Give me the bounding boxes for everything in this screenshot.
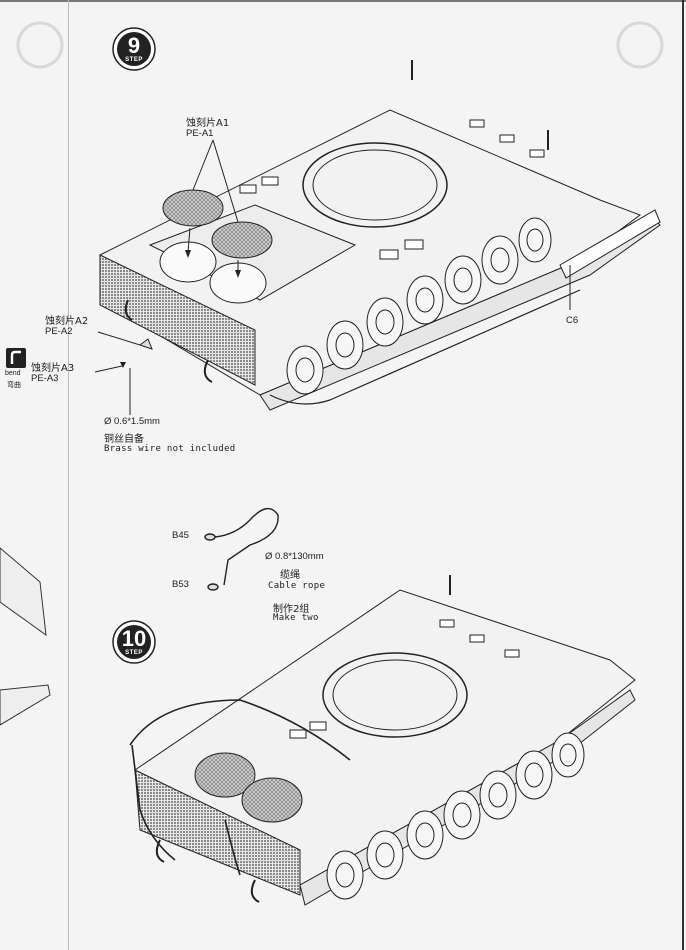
pe-a1-disc-left [162, 189, 224, 227]
pe-a1-disc-right [211, 221, 273, 259]
step10-word: STEP [125, 650, 143, 656]
step9-word: STEP [125, 57, 143, 63]
step9-badge: 9 STEP [112, 27, 156, 71]
brass-wire-en: Brass wire not included [104, 444, 236, 454]
pe-a1-label-cn: 蚀刻片A1 [186, 118, 230, 129]
step10-badge: 10 STEP [112, 620, 156, 664]
pe-a2-label-cn: 蚀刻片A2 [45, 316, 89, 327]
make-two-cn: 制作2组 [273, 604, 310, 615]
pe-a3-label-cn: 蚀刻片A3 [31, 363, 75, 374]
bend-label-cn: 弯曲 [7, 381, 21, 389]
top-border-line [0, 0, 686, 2]
brass-wire-cn: 铜丝自备 [104, 434, 144, 445]
pe-a2-label-en: PE-A2 [45, 326, 73, 337]
cable-rope-part [204, 507, 279, 591]
part-b45-label: B45 [172, 530, 189, 541]
step9-tank-drawing [99, 60, 661, 411]
part-c6-label: C6 [566, 315, 579, 326]
step10-number: 10 [121, 626, 147, 651]
step10-tank-drawing [134, 575, 636, 906]
corner-mark-right [616, 21, 664, 69]
bend-icon [6, 348, 26, 368]
right-border-line [682, 0, 684, 950]
pe-a1-label-en: PE-A1 [186, 128, 214, 139]
cable-on-tank [129, 699, 351, 761]
bend-label-en: bend [5, 370, 21, 377]
cable-size-label: Ø 0.8*130mm [265, 551, 324, 562]
previous-step-fragment [0, 547, 51, 726]
make-two-en: Make two [273, 613, 319, 623]
cable-label-en: Cable rope [268, 581, 326, 591]
brass-wire-size: Ø 0.6*1.5mm [104, 416, 160, 427]
cable-label-cn: 缆绳 [280, 570, 300, 581]
part-b53-label: B53 [172, 579, 189, 590]
corner-mark-left [16, 21, 64, 69]
step9-number: 9 [127, 33, 141, 58]
left-border-line [68, 0, 69, 950]
pe-a3-label-en: PE-A3 [31, 373, 59, 384]
